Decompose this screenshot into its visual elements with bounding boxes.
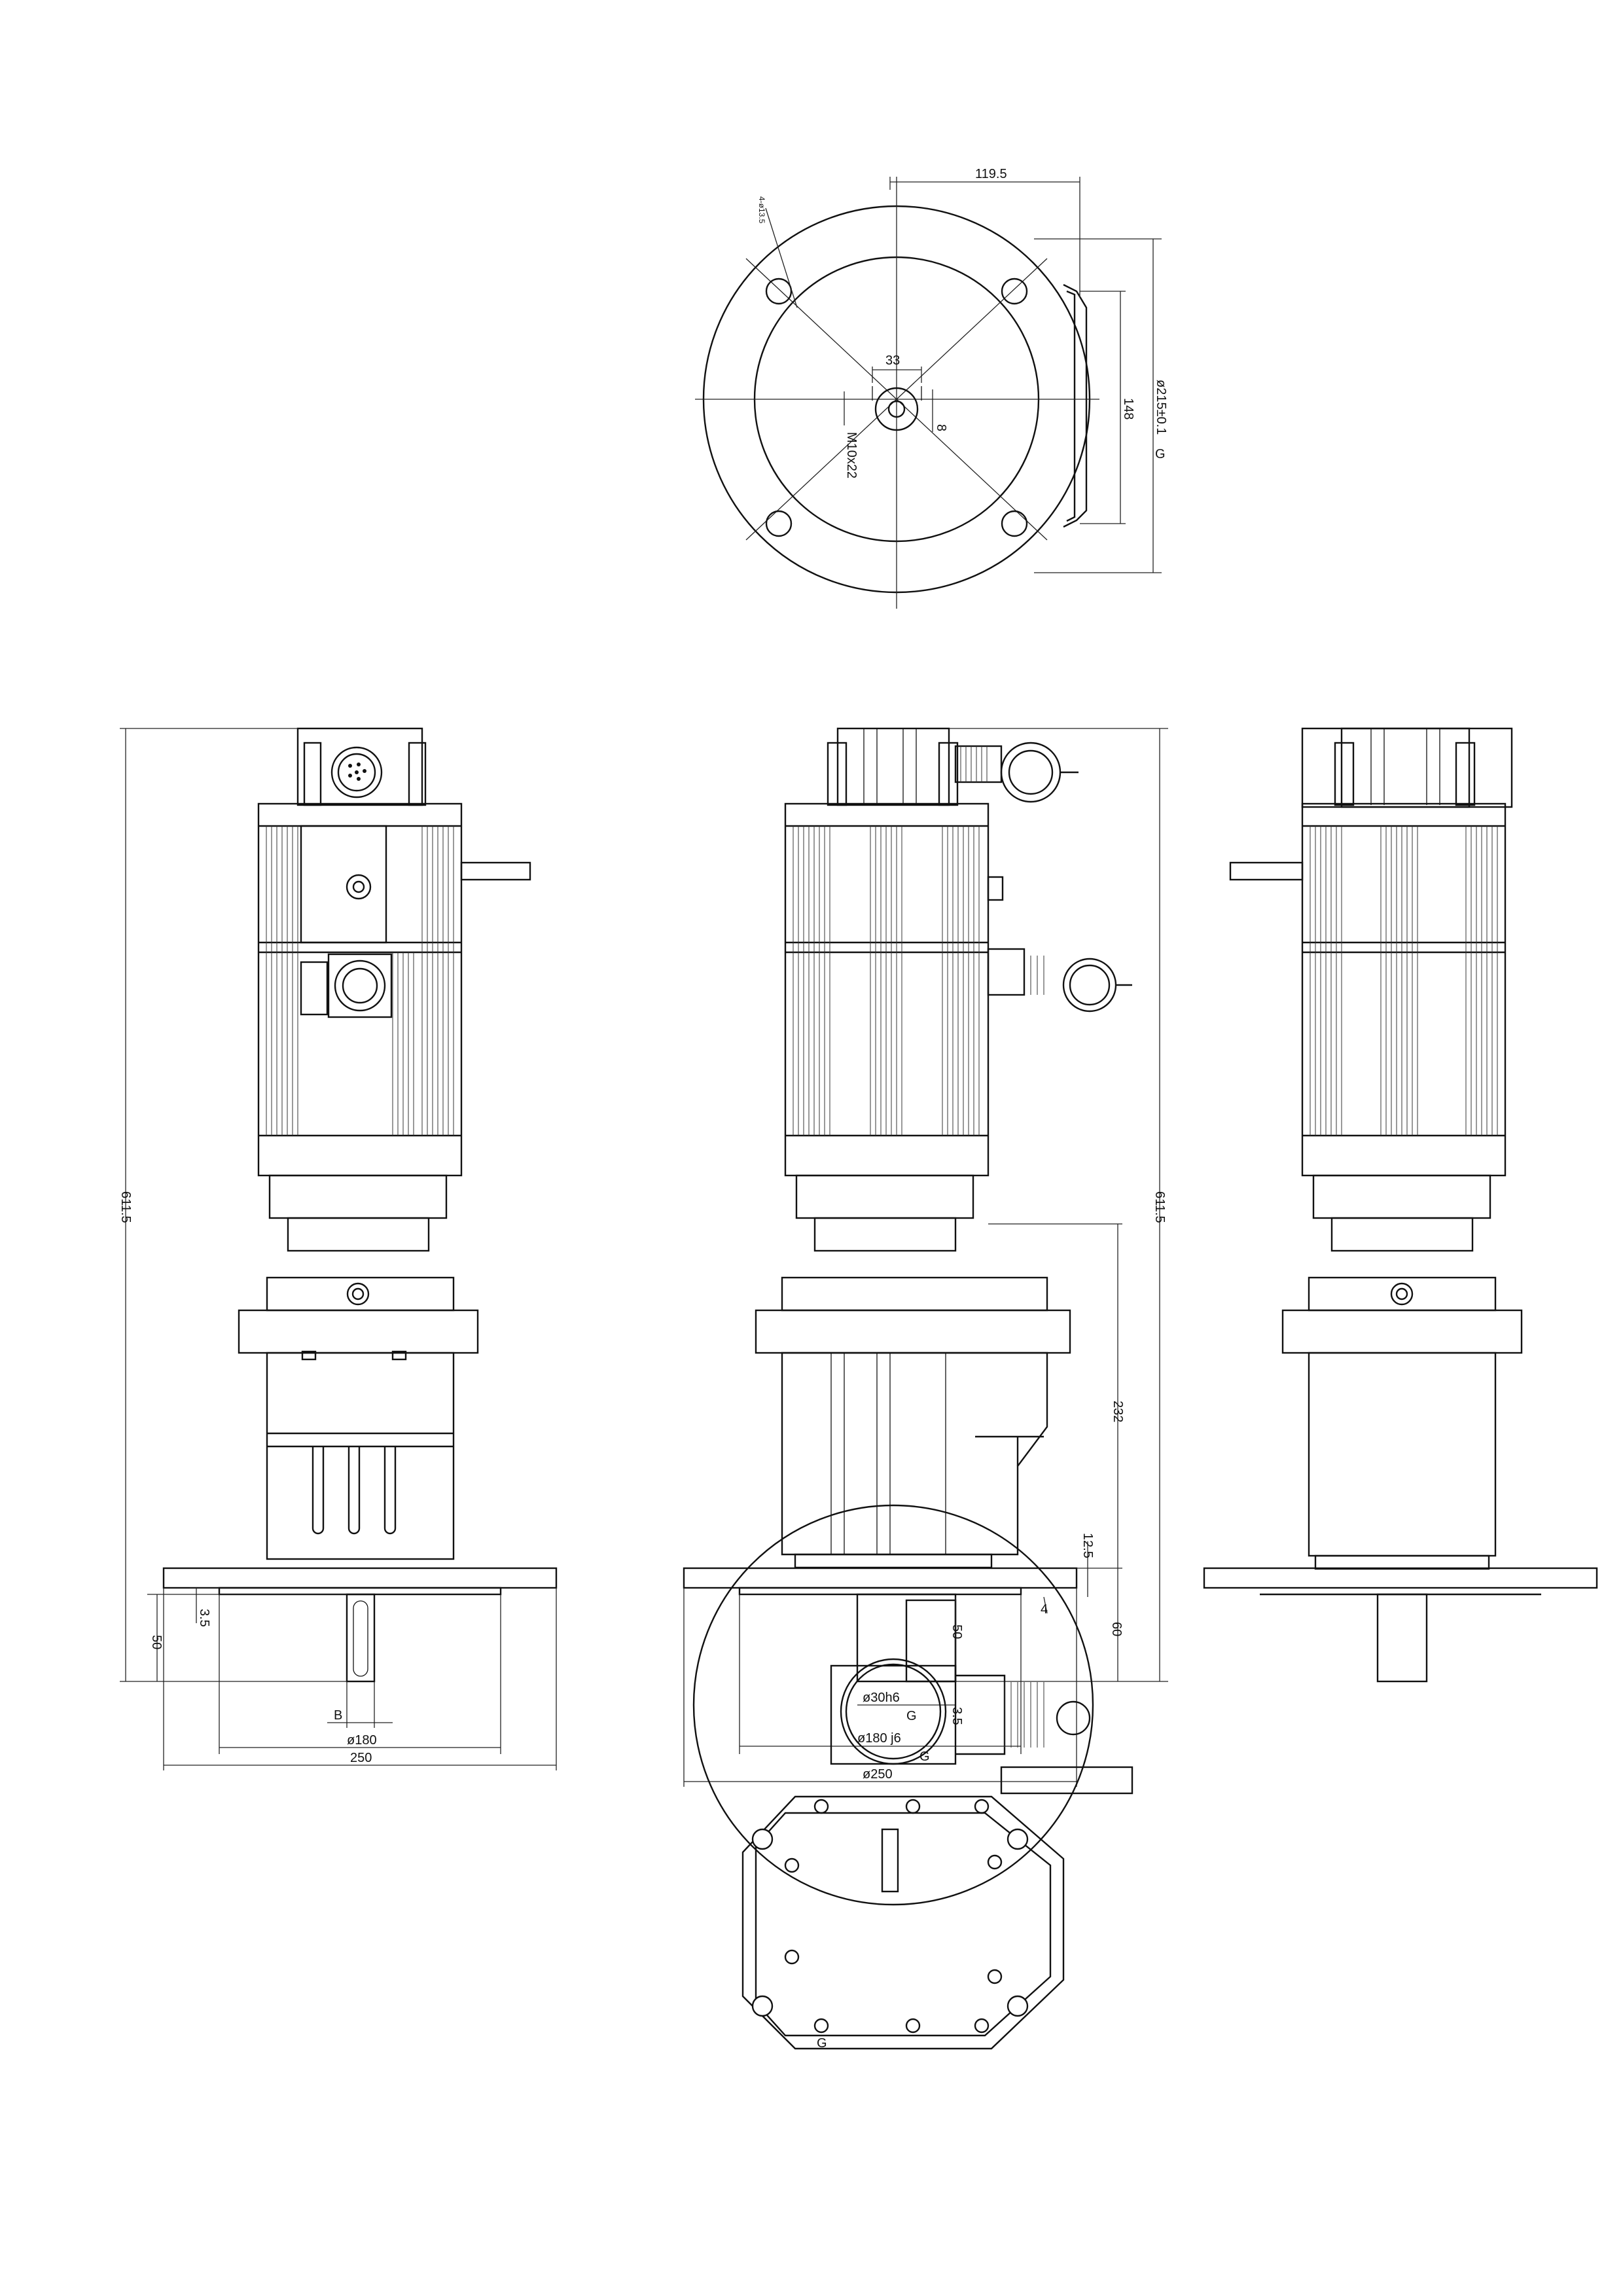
motor-fins-right (1310, 826, 1498, 1136)
dim-mid-shaft-dia: ø30h6 (863, 1691, 900, 1705)
dim-top-hole: 4-ø13.5 (757, 196, 766, 224)
dim-top-flange-dia: ø215±0.1 (1154, 380, 1168, 435)
dim-mid-pilot-dia: ø180 j6 (857, 1731, 901, 1746)
dim-mid-gearbox-height: 232 (1111, 1401, 1125, 1422)
dim-top-width: 119.5 (975, 167, 1007, 181)
dimension-labels: 119.5 ø215±0.1 148 33 M10x22 8 4-ø13.5 G… (118, 167, 1168, 2051)
motor-fins-left (266, 826, 454, 1136)
dim-top-key: 8 (934, 424, 948, 431)
dim-mid-flange-thk: 12.5 (1080, 1533, 1095, 1558)
dim-left-shoulder: 3.5 (197, 1609, 211, 1627)
bottom-view (692, 1504, 1133, 2050)
dim-mid-total-height: 611.5 (1152, 1191, 1167, 1223)
dim-mid-flange-dia: ø250 (863, 1767, 893, 1782)
dim-left-flange-width: 250 (350, 1751, 372, 1765)
dim-left-pilot-dia: ø180 (347, 1733, 377, 1748)
dim-left-total-height: 611.5 (118, 1191, 133, 1223)
dim-top-thread: M10x22 (844, 432, 859, 478)
dim-mid-shaft-datum: G (906, 1709, 917, 1723)
top-view-dimensions (765, 177, 1162, 573)
left-view (162, 727, 558, 1683)
right-view (1203, 727, 1598, 1683)
middle-view (683, 727, 1132, 1683)
dim-left-shaft-len: 50 (149, 1635, 164, 1649)
dim-mid-pilot-datum: G (919, 1749, 930, 1764)
dim-top-height: 148 (1121, 398, 1135, 420)
top-view (695, 177, 1099, 609)
middle-view-dimensions (683, 728, 1168, 1787)
dim-bottom-datum: G (817, 2036, 827, 2051)
dim-mid-shaft-block: 60 (1109, 1622, 1124, 1636)
motor-fins-middle (793, 826, 980, 1136)
dim-mid-shaft-len: 50 (950, 1624, 964, 1639)
dim-top-shaft-offset: 33 (885, 353, 900, 368)
left-view-dimensions (120, 728, 557, 1770)
dim-top-datum: G (1155, 447, 1166, 461)
dim-left-key: B (334, 1708, 342, 1723)
dim-mid-spigot: 4 (1041, 1602, 1048, 1617)
dim-mid-shoulder: 3.5 (950, 1707, 964, 1725)
